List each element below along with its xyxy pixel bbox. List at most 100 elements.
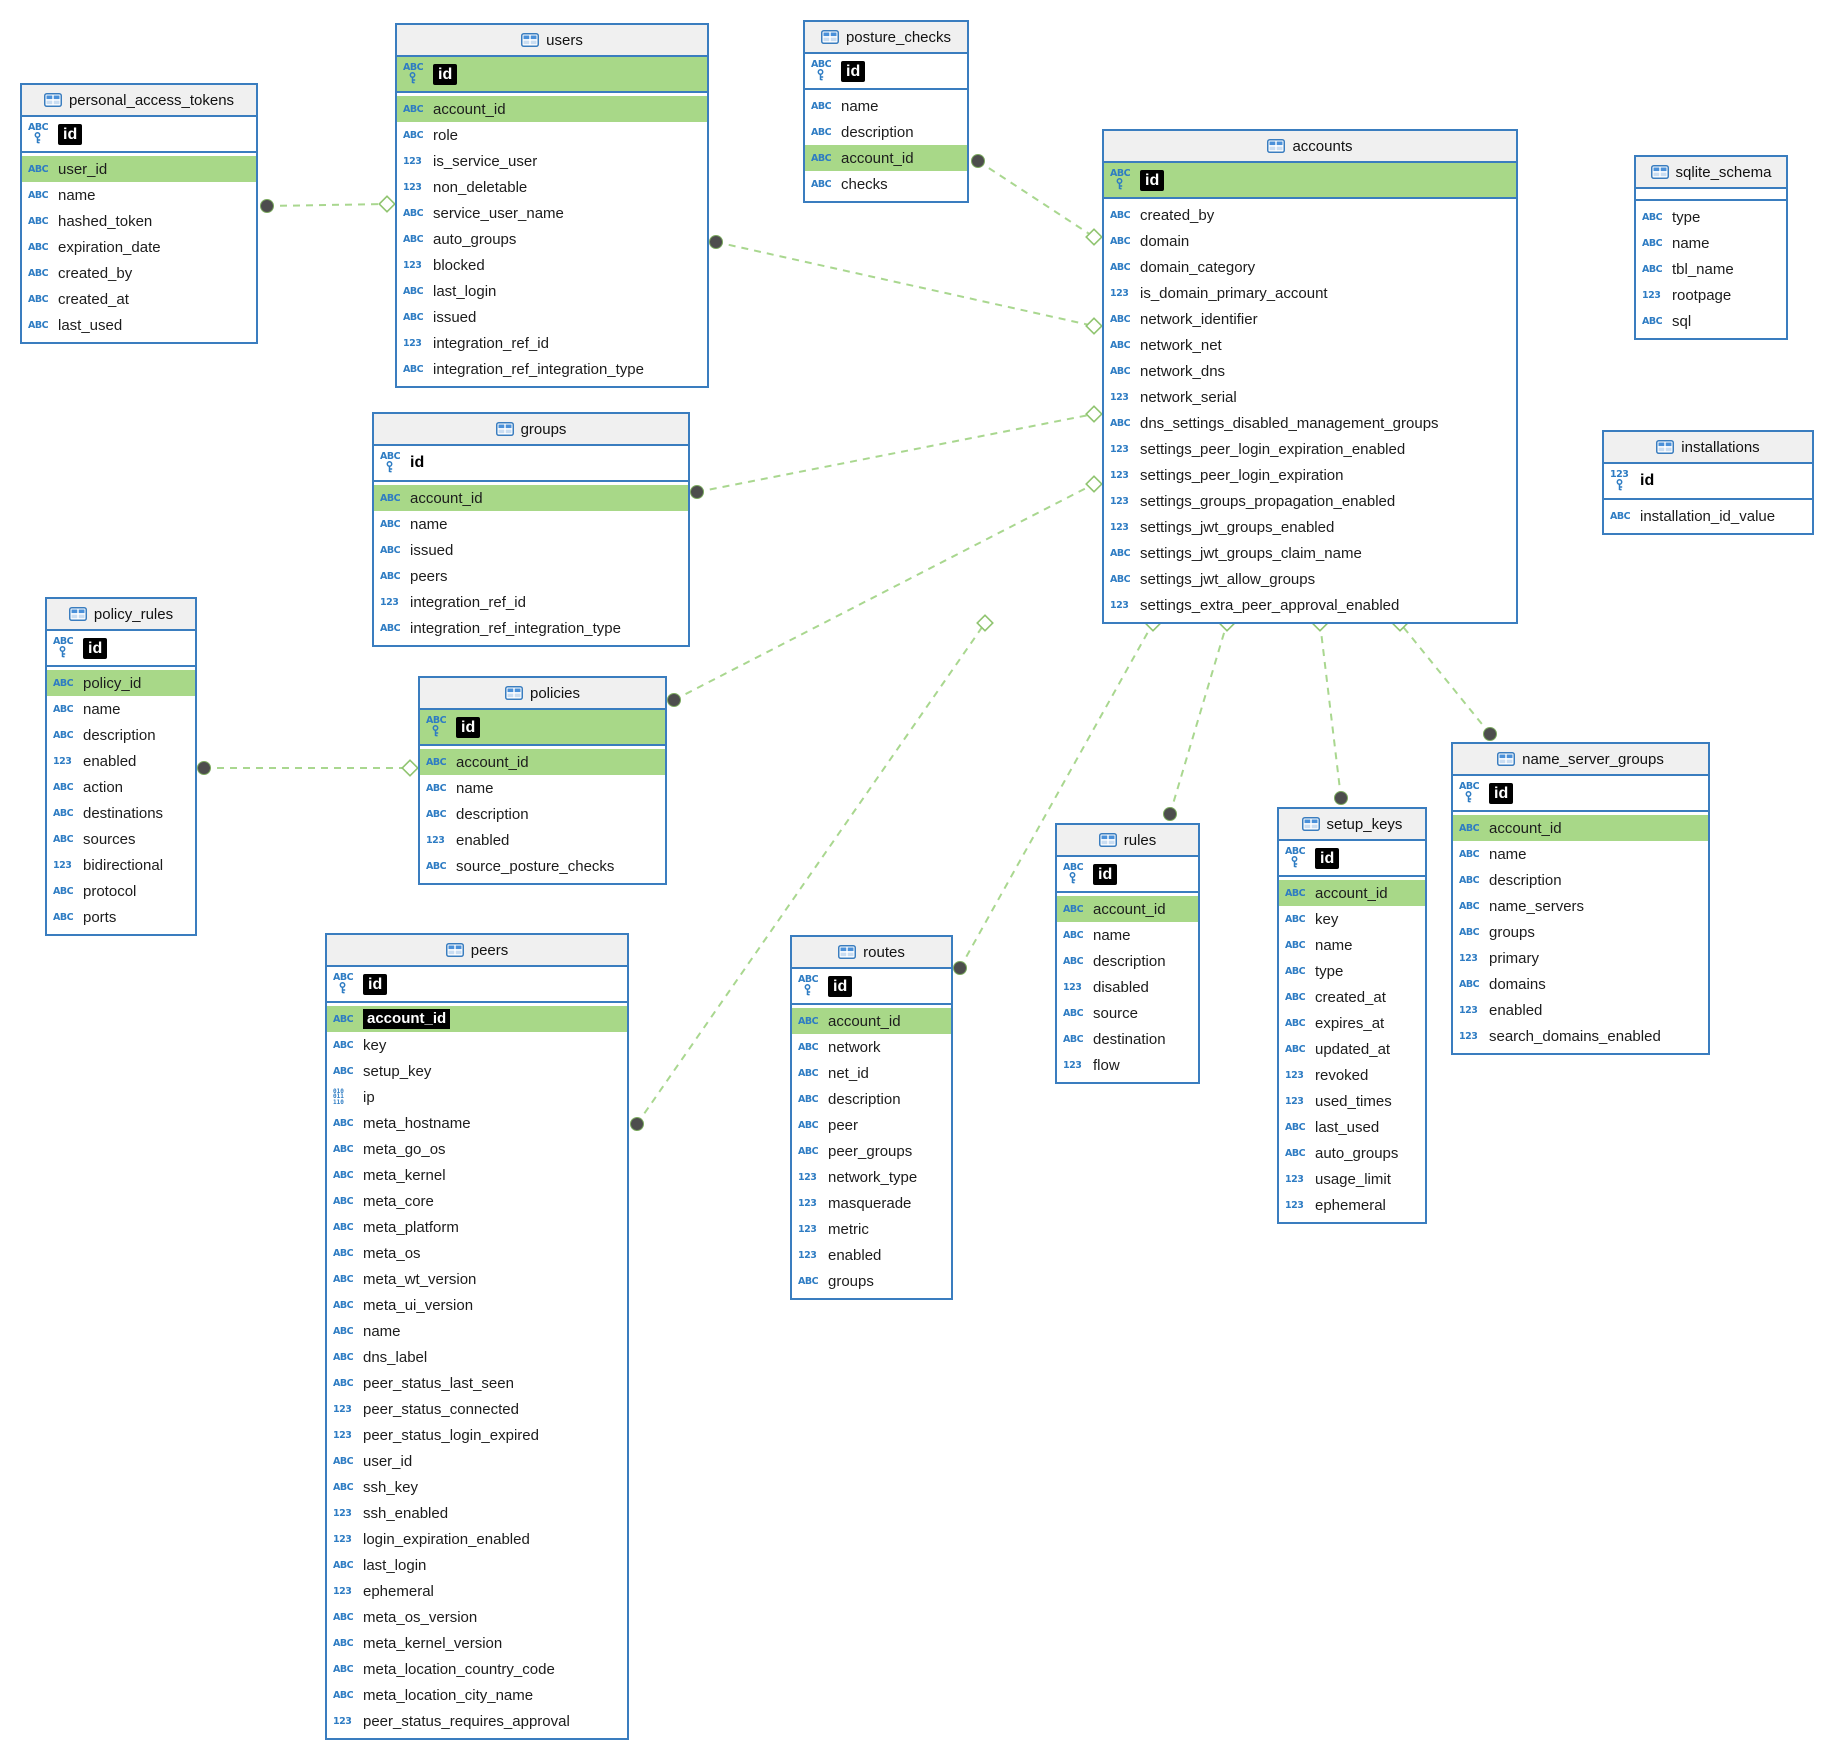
table-header[interactable]: policies bbox=[420, 678, 665, 710]
table-header[interactable]: policy_rules bbox=[47, 599, 195, 631]
table-header[interactable]: accounts bbox=[1104, 131, 1516, 163]
table-header[interactable]: users bbox=[397, 25, 707, 57]
table-header[interactable]: groups bbox=[374, 414, 688, 446]
table-header[interactable]: peers bbox=[327, 935, 627, 967]
table-header[interactable]: setup_keys bbox=[1279, 809, 1425, 841]
